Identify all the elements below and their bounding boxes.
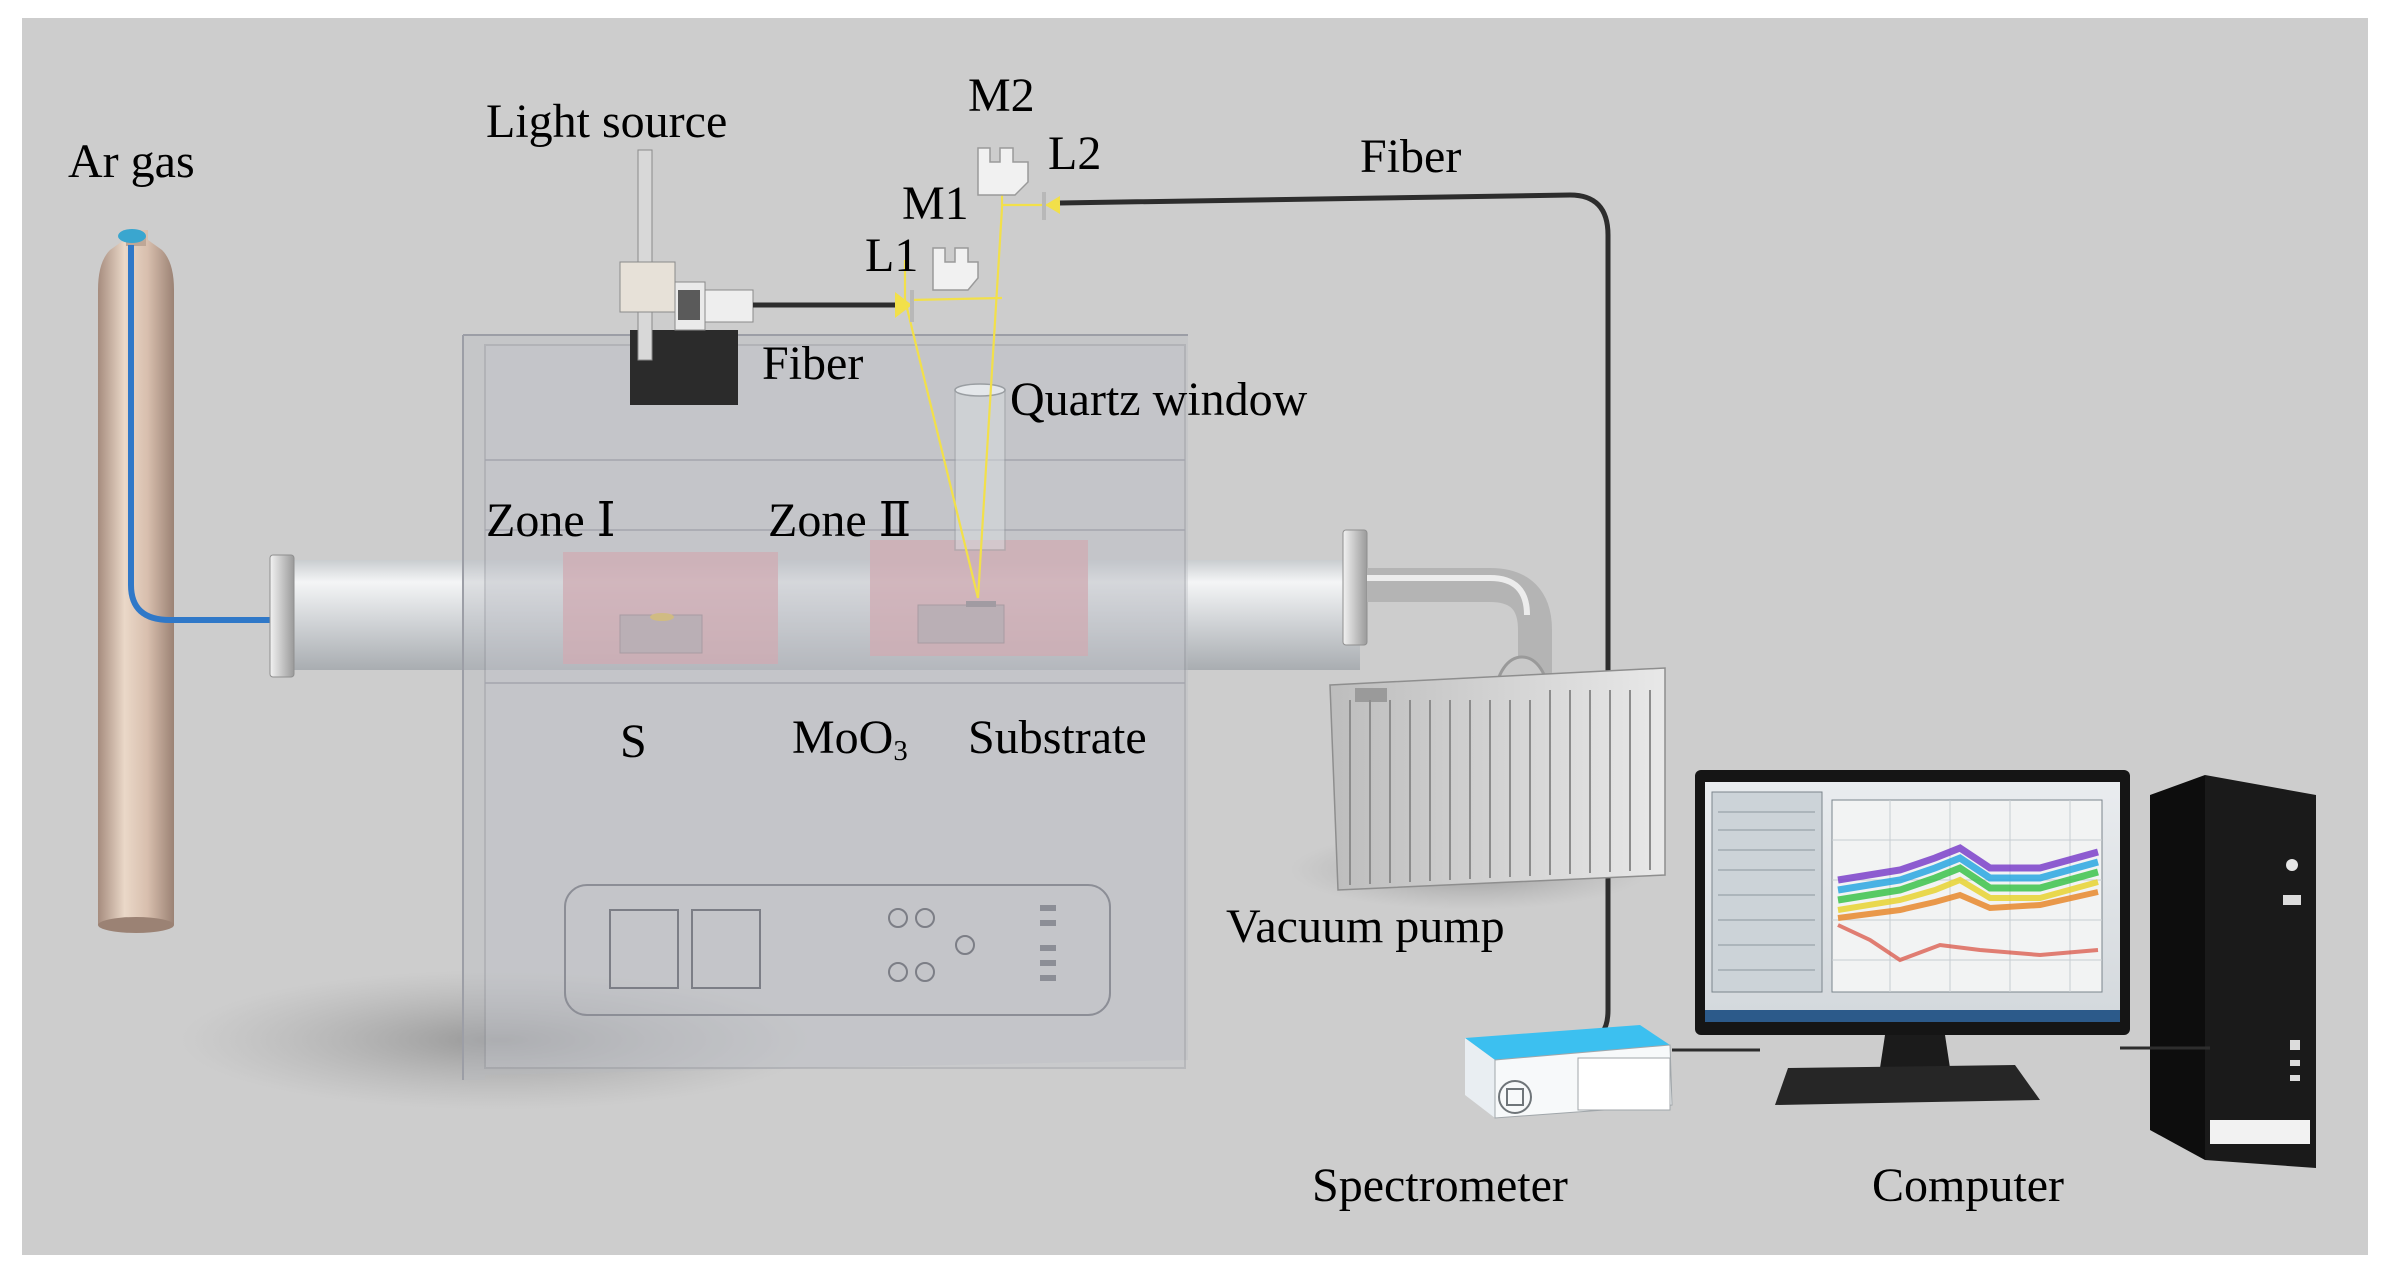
light-source-icon xyxy=(619,149,895,405)
computer-tower-icon xyxy=(2150,775,2316,1168)
moo3-boat xyxy=(917,604,1005,644)
valve-knob-icon xyxy=(118,229,146,243)
vent-icon xyxy=(1498,1080,1532,1114)
gas-line xyxy=(128,245,285,623)
quartz-window xyxy=(954,383,1006,551)
vacuum-pump-label: Vacuum pump xyxy=(1226,900,1505,953)
spectrometer-label: Spectrometer xyxy=(1312,1159,1568,1212)
zone-1-label: Zone Ⅰ xyxy=(486,494,616,547)
substrate-sample xyxy=(966,601,996,607)
substrate-label: Substrate xyxy=(968,711,1147,764)
knob-icon xyxy=(915,908,935,928)
light-source-label: Light source xyxy=(486,95,728,148)
s-label: S xyxy=(620,715,647,768)
power-button-icon xyxy=(2286,859,2298,871)
l1-label: L1 xyxy=(865,229,919,282)
m2-label: M2 xyxy=(968,69,1035,122)
vacuum-pump-icon xyxy=(1329,667,1666,891)
moo3-label: MoO3 xyxy=(792,711,908,768)
monitor-icon xyxy=(1695,770,2130,1105)
mirror-icon xyxy=(932,247,979,291)
computer-label: Computer xyxy=(1872,1159,2064,1212)
knob-icon xyxy=(955,935,975,955)
fiber-mid-label: Fiber xyxy=(762,337,864,390)
mirror-icon xyxy=(977,147,1029,196)
display-1 xyxy=(609,909,679,989)
lens-icon xyxy=(1042,192,1060,220)
furnace-icon xyxy=(462,334,1188,1080)
furnace-shadow xyxy=(180,970,820,1110)
control-panel xyxy=(564,884,1111,1016)
quartz-window-label: Quartz window xyxy=(1010,373,1308,426)
gas-cylinder-icon xyxy=(98,229,285,933)
knob-icon xyxy=(888,908,908,928)
lens-icon xyxy=(895,290,914,322)
knob-icon xyxy=(888,962,908,982)
zone-2-label: Zone Ⅱ xyxy=(768,494,912,547)
spectrometer-icon xyxy=(1465,1025,1673,1119)
fiber-top-label: Fiber xyxy=(1360,130,1462,183)
l2-label: L2 xyxy=(1048,127,1102,180)
knob-icon xyxy=(915,962,935,982)
ar-gas-label: Ar gas xyxy=(68,135,195,188)
display-2 xyxy=(691,909,761,989)
sulfur-powder xyxy=(650,613,674,621)
m1-label: M1 xyxy=(902,177,969,230)
